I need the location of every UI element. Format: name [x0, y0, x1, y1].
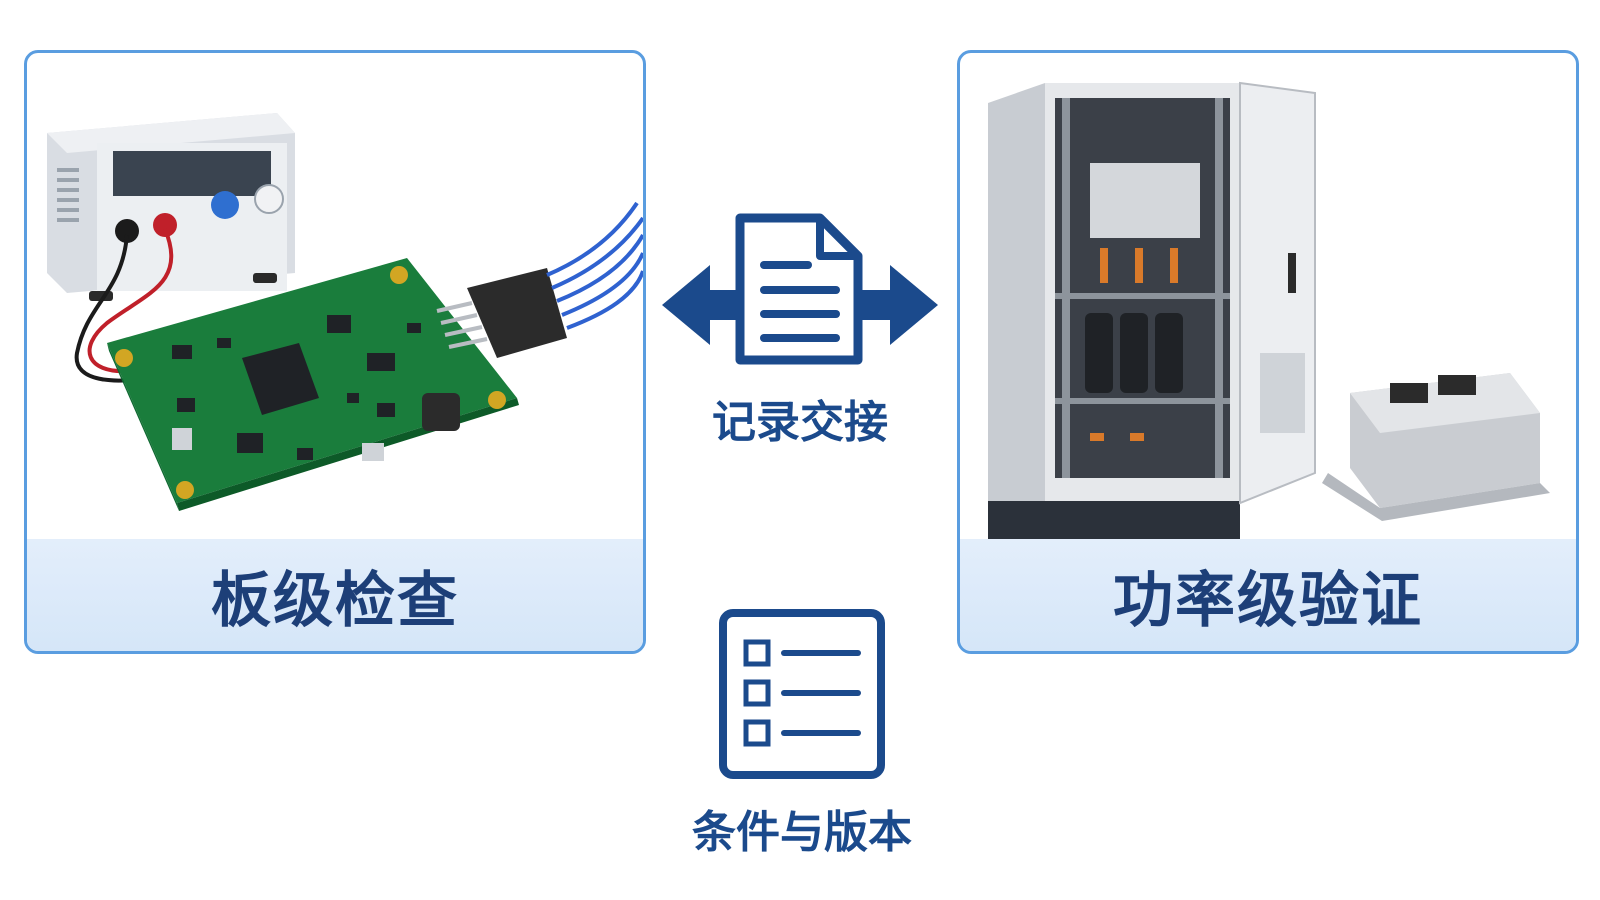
board-check-label-bar: 板级检查 [27, 539, 643, 651]
handoff-label: 记录交接 [712, 397, 888, 448]
board-check-label: 板级检查 [211, 565, 459, 636]
power-stage-panel: 功率级验证 [957, 50, 1579, 654]
document-icon [735, 213, 863, 365]
power-stage-label: 功率级验证 [1113, 565, 1423, 636]
power-stage-label-bar: 功率级验证 [960, 539, 1576, 651]
board-check-panel: 板级检查 [24, 50, 646, 654]
igbt-module-icon [1322, 373, 1550, 521]
handoff-graphic [662, 213, 938, 365]
power-cabinet-icon [988, 81, 1316, 541]
right-arrow-icon [855, 265, 938, 345]
cabinet-illustration [988, 81, 1550, 541]
left-arrow-icon [662, 265, 745, 345]
conditions-label: 条件与版本 [692, 807, 912, 858]
pcb-illustration [47, 113, 643, 511]
power-supply-icon [47, 113, 295, 301]
pcb-board-icon [107, 258, 567, 511]
checklist-icon [719, 609, 885, 779]
